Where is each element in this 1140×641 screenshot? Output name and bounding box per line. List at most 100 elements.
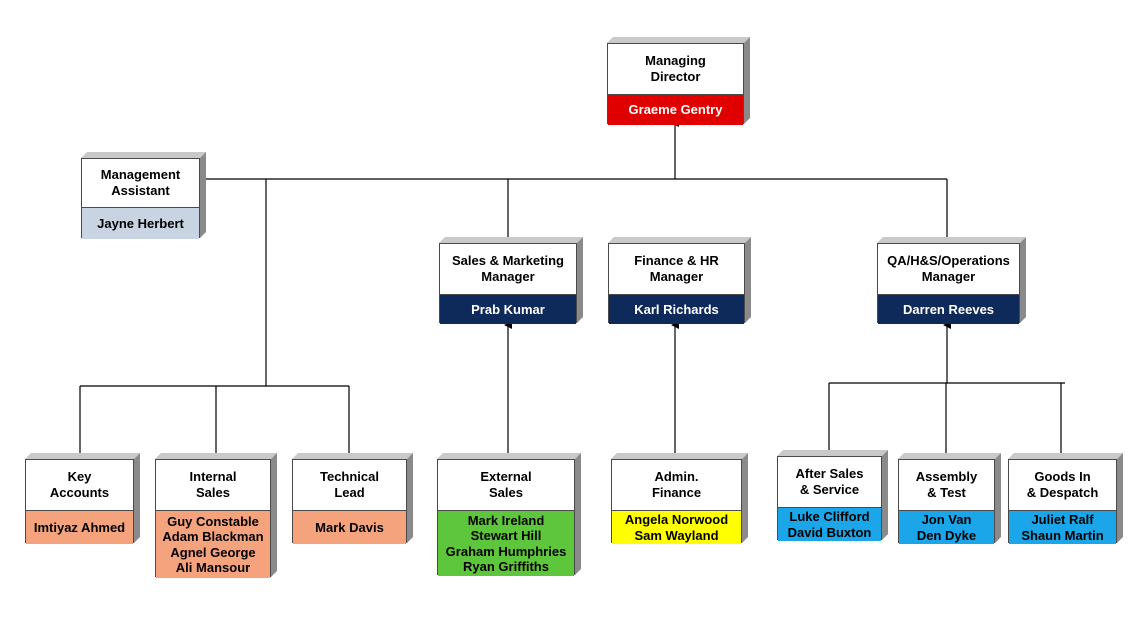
role-title: Assembly & Test: [899, 460, 994, 510]
box-side-face: [407, 453, 413, 543]
person-name: Prab Kumar: [471, 301, 545, 317]
box-top-face: [25, 453, 140, 459]
role-title: Admin. Finance: [612, 460, 741, 510]
box-top-face: [898, 453, 1001, 459]
role-title: Internal Sales: [156, 460, 270, 510]
role-title: After Sales & Service: [778, 457, 881, 507]
person-name: Guy Constable: [167, 513, 259, 529]
box-side-face: [745, 237, 751, 323]
role-holders: Darren Reeves: [878, 294, 1019, 324]
role-holders: Prab Kumar: [440, 294, 576, 324]
box-top-face: [877, 237, 1026, 243]
role-title: Finance & HR Manager: [609, 244, 744, 294]
person-name: Agnel George: [170, 544, 256, 560]
box-top-face: [777, 450, 888, 456]
box-top-face: [81, 152, 206, 158]
box-top-face: [608, 237, 751, 243]
box-side-face: [575, 453, 581, 575]
box-top-face: [292, 453, 413, 459]
role-title: QA/H&S/Operations Manager: [878, 244, 1019, 294]
person-name: Shaun Martin: [1021, 527, 1104, 543]
box-side-face: [134, 453, 140, 543]
person-name: Adam Blackman: [162, 529, 264, 544]
box-top-face: [611, 453, 748, 459]
person-name: Imtiyaz Ahmed: [33, 519, 126, 535]
role-title: Goods In & Despatch: [1009, 460, 1116, 510]
box-side-face: [577, 237, 583, 323]
box-side-face: [742, 453, 748, 543]
role-title: Managing Director: [608, 44, 743, 94]
box-top-face: [155, 453, 277, 459]
role-title: Technical Lead: [293, 460, 406, 510]
box-top-face: [1008, 453, 1123, 459]
role-title: Sales & Marketing Manager: [440, 244, 576, 294]
box-side-face: [744, 37, 750, 124]
person-name: Sam Wayland: [634, 527, 719, 543]
box-top-face: [439, 237, 583, 243]
person-name: Juliet Ralf: [1031, 512, 1094, 527]
box-side-face: [1117, 453, 1123, 543]
person-name: Angela Norwood: [624, 512, 729, 527]
person-name: Ali Mansour: [175, 560, 251, 575]
person-name: Stewart Hill: [470, 528, 542, 543]
role-holders: Imtiyaz Ahmed: [26, 510, 133, 544]
box-top-face: [607, 37, 750, 43]
box-side-face: [882, 450, 888, 540]
role-holders: Jayne Herbert: [82, 207, 199, 239]
person-name: Luke Clifford: [789, 509, 870, 524]
person-name: Karl Richards: [634, 301, 719, 317]
role-holders: Mark Davis: [293, 510, 406, 544]
person-name: Graham Humphries: [445, 543, 567, 559]
person-name: Mark Ireland: [467, 512, 545, 528]
role-title: External Sales: [438, 460, 574, 510]
box-side-face: [271, 453, 277, 577]
person-name: Darren Reeves: [902, 301, 995, 317]
person-name: Den Dyke: [916, 527, 977, 543]
person-name: Graeme Gentry: [628, 102, 723, 118]
role-holders: Karl Richards: [609, 294, 744, 324]
box-side-face: [1020, 237, 1026, 323]
role-title: Key Accounts: [26, 460, 133, 510]
person-name: David Buxton: [787, 524, 872, 540]
box-side-face: [200, 152, 206, 238]
person-name: Ryan Griffiths: [463, 559, 549, 574]
person-name: Jayne Herbert: [97, 215, 184, 231]
person-name: Jon Van: [921, 512, 972, 527]
box-side-face: [995, 453, 1001, 543]
role-holders: Graeme Gentry: [608, 94, 743, 125]
role-title: Management Assistant: [82, 159, 199, 207]
person-name: Mark Davis: [315, 519, 384, 535]
